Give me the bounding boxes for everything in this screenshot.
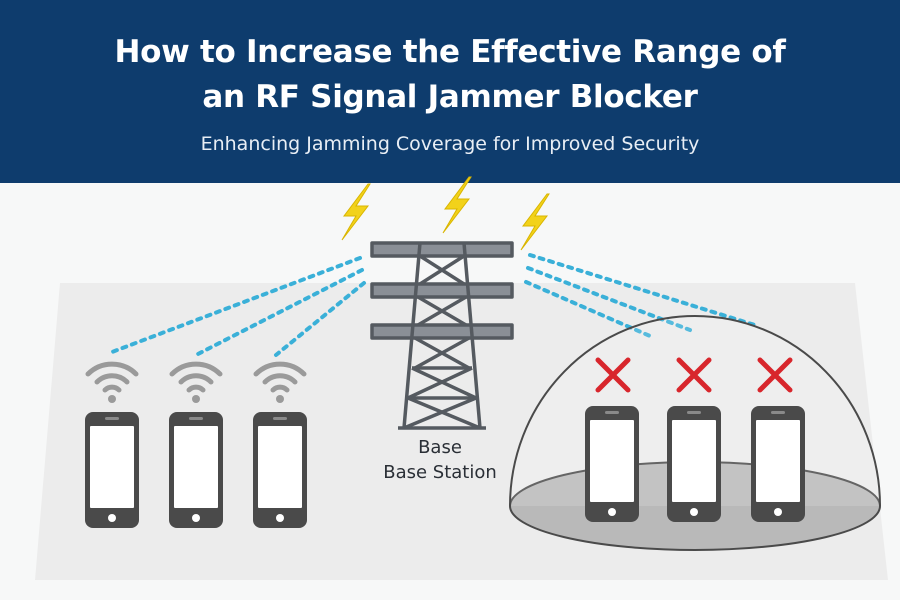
page-title: How to Increase the Effective Range of a… [0,30,900,120]
transmission-tower-icon [370,241,514,430]
smartphone-icon-2 [169,412,223,528]
smartphone-icon-6 [751,406,805,522]
signal-line-left-3 [274,281,366,357]
lightning-bolt-icon-center [442,176,472,234]
smartphone-icon-4 [585,406,639,522]
signal-line-left-1 [110,256,362,354]
signal-line-right-3 [524,280,652,338]
signal-line-left-2 [194,268,364,357]
smartphone-icon-1 [85,412,139,528]
signal-line-right-1 [528,253,760,328]
header-banner [0,0,900,183]
tower-label-line-1: Base [418,437,462,458]
title-line-2: an RF Signal Jammer Blocker [202,79,698,115]
tower-label-line-2: Base Station [383,462,497,483]
lightning-bolt-icon-left [341,183,371,241]
smartphone-icon-5 [667,406,721,522]
tower-label: Base Base Station [340,435,540,485]
page-subtitle: Enhancing Jamming Coverage for Improved … [200,133,700,155]
smartphone-icon-3 [253,412,307,528]
title-line-1: How to Increase the Effective Range of [114,34,786,70]
lightning-bolt-icon-right [520,193,550,251]
